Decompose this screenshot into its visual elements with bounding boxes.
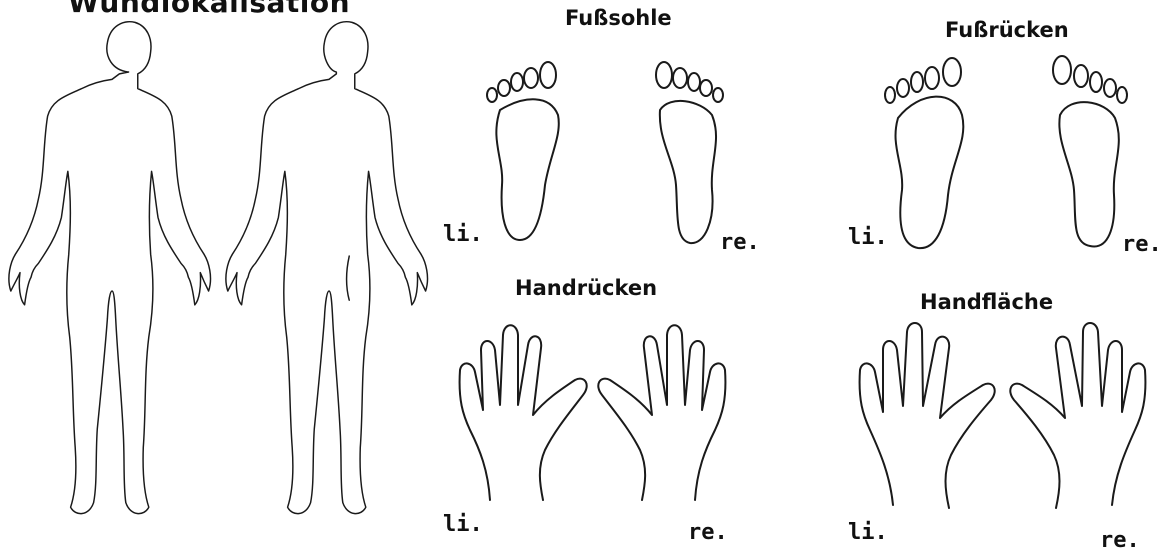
sole-panel-title: Fußsohle [565,6,672,30]
palm-right-label: re. [1100,528,1140,553]
back-of-hand-left[interactable] [455,320,595,505]
back-of-hand-left-label: li. [443,512,483,537]
instep-right-label: re. [1122,232,1162,257]
instep-right-foot[interactable] [1040,50,1140,255]
palm-right-hand[interactable] [1000,320,1150,510]
body-front-figure[interactable] [0,15,215,560]
sole-left-foot[interactable] [480,45,580,245]
sole-right-label: re. [720,230,760,255]
instep-left-label: li. [848,225,888,250]
sole-left-label: li. [443,222,483,247]
back-of-hand-panel-title: Handrücken [515,276,657,300]
back-of-hand-right-label: re. [688,520,728,545]
instep-panel-title: Fußrücken [945,18,1069,42]
body-back-figure[interactable] [215,15,440,560]
palm-left-hand[interactable] [855,320,1005,510]
palm-panel-title: Handfläche [920,290,1053,314]
sole-right-foot[interactable] [640,45,740,245]
back-of-hand-right[interactable] [590,320,730,505]
palm-left-label: li. [848,520,888,545]
instep-left-foot[interactable] [880,50,980,255]
